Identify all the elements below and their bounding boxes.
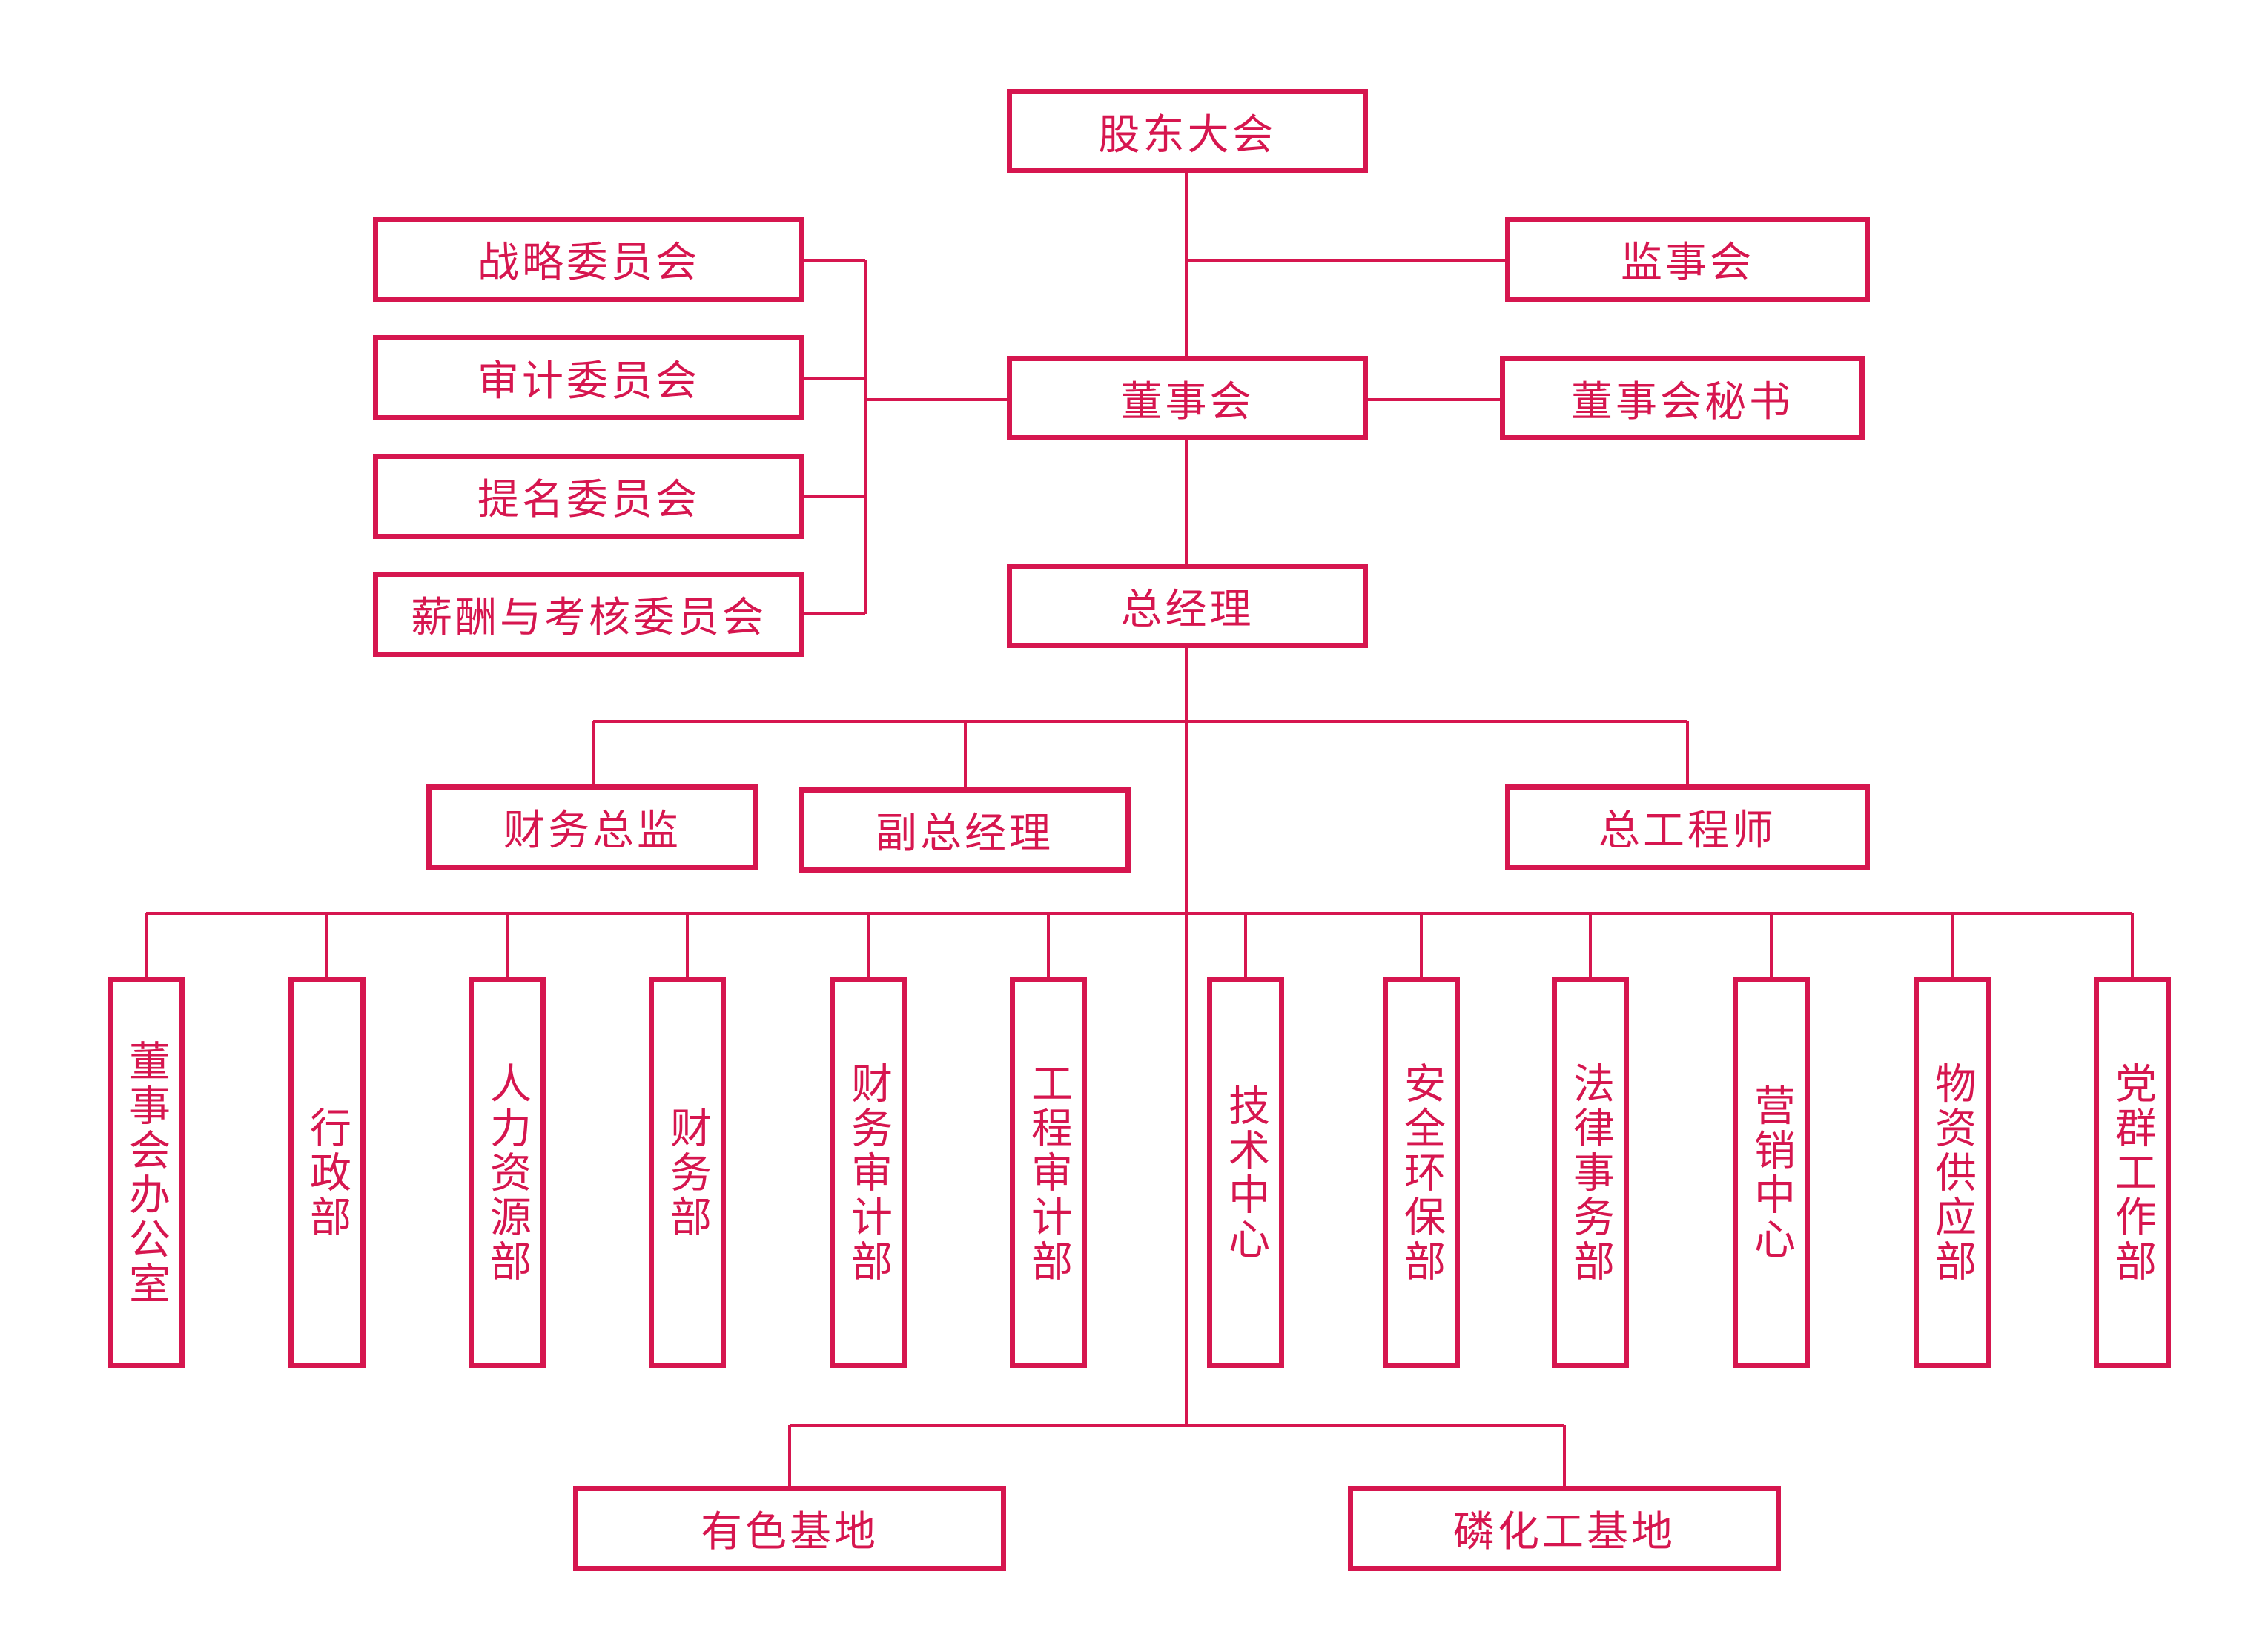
committee-label: 提名委员会: [477, 476, 700, 524]
node-supervisors: 监事会: [1505, 217, 1870, 302]
node-deputy-gm: 副总经理: [799, 787, 1131, 873]
node-dept-tech-center: 技术中心: [1207, 977, 1284, 1368]
node-shareholders-label: 股东大会: [1098, 110, 1277, 159]
department-label: 财务审计部: [844, 1061, 893, 1284]
executive-label: 总工程师: [1598, 807, 1776, 855]
department-label: 物资供应部: [1928, 1061, 1977, 1284]
node-committee-strategy: 战略委员会: [373, 217, 804, 302]
node-general-manager-label: 总经理: [1120, 585, 1254, 634]
node-chief-engineer: 总工程师: [1505, 784, 1870, 870]
node-dept-safety-env: 安全环保部: [1383, 977, 1460, 1368]
node-dept-board-office: 董事会办公室: [108, 977, 185, 1368]
node-committee-audit: 审计委员会: [373, 335, 804, 420]
node-base-phosphorus-chemical: 磷化工基地: [1348, 1486, 1781, 1571]
node-board-label: 董事会: [1120, 377, 1254, 426]
department-label: 安全环保部: [1397, 1061, 1446, 1284]
node-dept-marketing: 营销中心: [1733, 977, 1810, 1368]
node-dept-supply: 物资供应部: [1914, 977, 1991, 1368]
node-dept-admin: 行政部: [288, 977, 366, 1368]
node-committee-nomination: 提名委员会: [373, 454, 804, 539]
node-committee-remuneration: 薪酬与考核委员会: [373, 572, 804, 657]
department-label: 法律事务部: [1566, 1061, 1615, 1284]
node-dept-finance: 财务部: [649, 977, 726, 1368]
node-board-secretary: 董事会秘书: [1500, 356, 1865, 440]
department-label: 营销中心: [1747, 1083, 1796, 1262]
node-cfo: 财务总监: [426, 784, 758, 870]
node-shareholders: 股东大会: [1007, 89, 1368, 173]
department-label: 董事会办公室: [122, 1039, 171, 1306]
node-dept-legal: 法律事务部: [1552, 977, 1629, 1368]
node-board: 董事会: [1007, 356, 1368, 440]
node-dept-finance-audit: 财务审计部: [830, 977, 907, 1368]
node-dept-party-work: 党群工作部: [2094, 977, 2171, 1368]
executive-label: 副总经理: [876, 810, 1054, 858]
node-general-manager: 总经理: [1007, 564, 1368, 648]
base-label: 有色基地: [701, 1508, 879, 1556]
department-label: 人力资源部: [483, 1061, 532, 1284]
department-label: 工程审计部: [1024, 1061, 1073, 1284]
base-label: 磷化工基地: [1453, 1508, 1676, 1556]
department-label: 行政部: [302, 1106, 351, 1240]
node-dept-hr: 人力资源部: [469, 977, 546, 1368]
node-base-nonferrous: 有色基地: [573, 1486, 1006, 1571]
executive-label: 财务总监: [503, 807, 681, 855]
department-label: 党群工作部: [2108, 1061, 2157, 1284]
committee-label: 战略委员会: [477, 239, 700, 287]
committee-label: 审计委员会: [477, 357, 700, 406]
department-label: 技术中心: [1221, 1083, 1270, 1262]
node-board-secretary-label: 董事会秘书: [1571, 377, 1793, 426]
committee-label: 薪酬与考核委员会: [411, 594, 767, 642]
node-dept-engineering-audit: 工程审计部: [1010, 977, 1087, 1368]
node-supervisors-label: 监事会: [1621, 239, 1754, 287]
department-label: 财务部: [663, 1106, 712, 1240]
